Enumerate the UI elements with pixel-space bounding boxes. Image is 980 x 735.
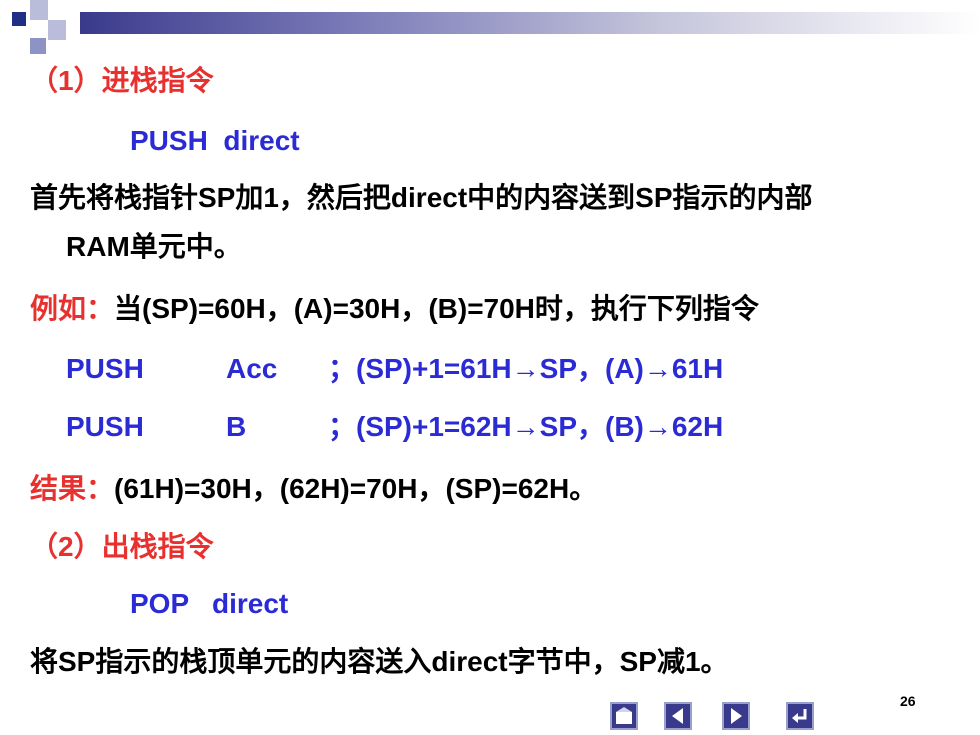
- top-decoration-bar: [80, 12, 980, 34]
- example-line: 例如：当(SP)=60H，(A)=30H，(B)=70H时，执行下列指令: [30, 292, 759, 326]
- decor-square: [30, 0, 48, 20]
- previous-button[interactable]: [664, 702, 692, 730]
- next-button[interactable]: [722, 702, 750, 730]
- return-icon: [792, 709, 807, 723]
- home-icon: [616, 707, 632, 724]
- example-text: 当(SP)=60H，(A)=30H，(B)=70H时，执行下列指令: [114, 293, 759, 324]
- code-arg: B: [226, 411, 247, 442]
- result-line: 结果：(61H)=30H，(62H)=70H，(SP)=62H。: [30, 472, 597, 506]
- decor-square: [12, 12, 26, 26]
- code-row: PUSH Acc ；(SP)+1=61H→SP，(A)→61H: [66, 352, 866, 386]
- push-description-line1: 首先将栈指针SP加1，然后把direct中的内容送到SP指示的内部: [30, 182, 813, 213]
- push-description-line2: RAM单元中。: [66, 231, 242, 262]
- previous-icon: [672, 708, 683, 724]
- pop-description: 将SP指示的栈顶单元的内容送入direct字节中，SP减1。: [30, 646, 729, 677]
- result-label: 结果：: [30, 473, 115, 504]
- decor-square: [30, 38, 46, 54]
- pop-syntax: POP direct: [130, 588, 289, 619]
- push-syntax: PUSH direct: [130, 125, 300, 156]
- code-row: PUSH B ；(SP)+1=62H→SP，(B)→62H: [66, 410, 866, 444]
- code-comment: ；(SP)+1=61H→SP，(A)→61H: [328, 353, 724, 384]
- home-button[interactable]: [610, 702, 638, 730]
- code-comment: ；(SP)+1=62H→SP，(B)→62H: [328, 411, 724, 442]
- result-text: (61H)=30H，(62H)=70H，(SP)=62H。: [114, 473, 598, 504]
- pop-heading: （2）出栈指令: [30, 531, 214, 562]
- code-arg: Acc: [226, 353, 278, 384]
- push-heading: （1）进栈指令: [30, 65, 214, 96]
- example-label: 例如：: [30, 293, 115, 324]
- next-icon: [731, 708, 742, 724]
- code-op: PUSH: [66, 411, 144, 442]
- page-number: 26: [900, 693, 916, 709]
- decor-square: [48, 20, 66, 40]
- return-button[interactable]: [786, 702, 814, 730]
- code-op: PUSH: [66, 353, 144, 384]
